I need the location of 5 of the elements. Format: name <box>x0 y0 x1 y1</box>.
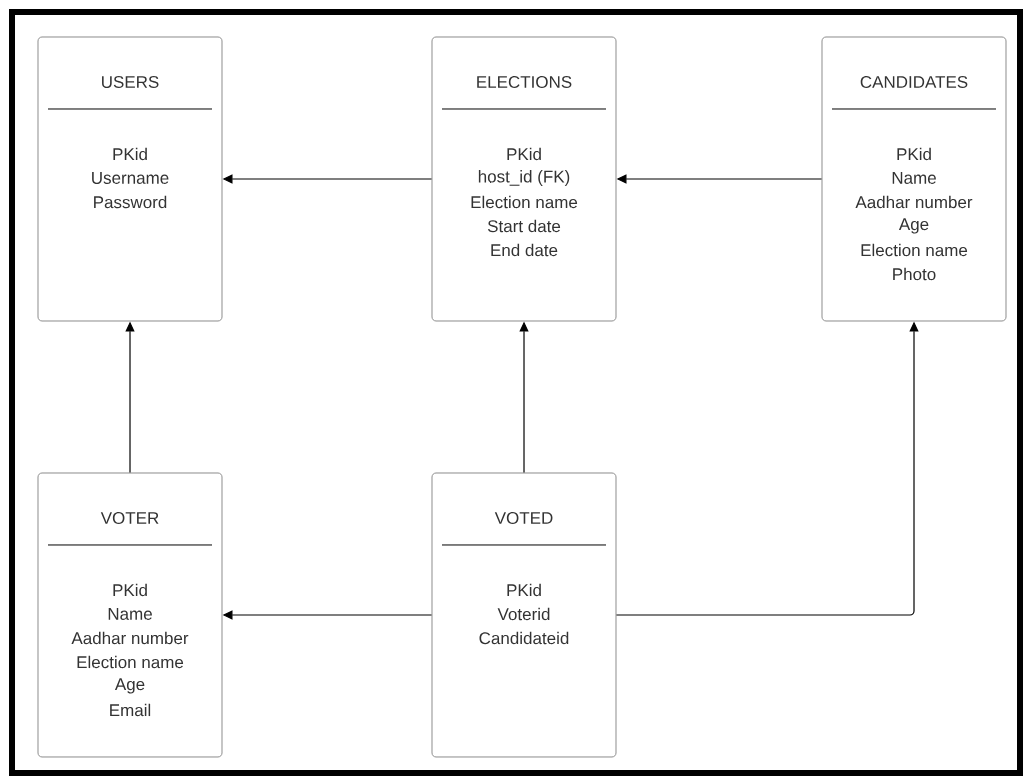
entity-box: CANDIDATES PKid Name Aadhar number Age Election name Photo <box>821 36 1007 322</box>
entity-box: VOTED PKid Voterid Candidateid <box>431 472 617 758</box>
entity-box: VOTER PKid Name Aadhar number Election name Age Email <box>37 472 223 758</box>
entity-box: USERS PKid Username Password <box>37 36 223 322</box>
entity-box: ELECTIONS PKid host_id (FK) Election name Start date End date <box>431 36 617 322</box>
